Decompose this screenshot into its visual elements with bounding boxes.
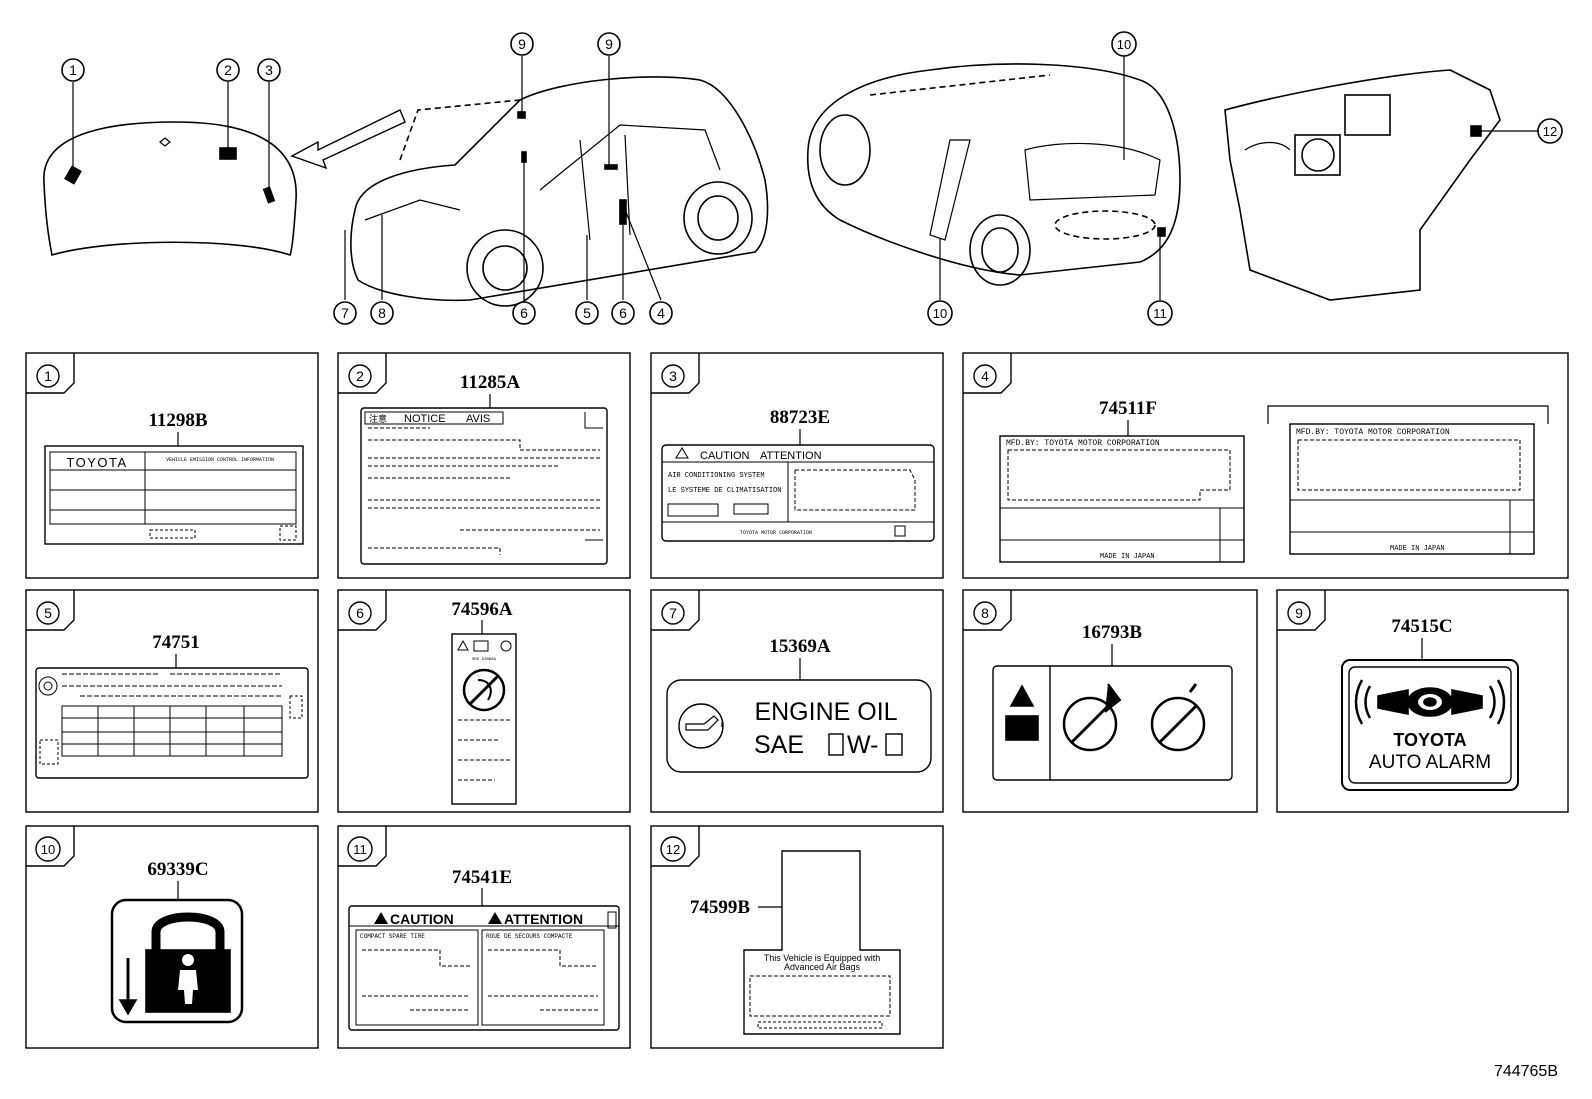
callout-6a: 6: [520, 305, 528, 321]
label-74541E-caution: CAUTION: [390, 911, 454, 927]
no-tool-icon: [1150, 696, 1206, 752]
label-74541E-spare-fr: ROUE DE SECOURS COMPACTE: [486, 933, 573, 940]
label-88723E-caution: CAUTION: [700, 450, 750, 462]
part-numbers: 11298B 11285A 88723E 74511F 74751 74596A…: [147, 372, 1452, 918]
panel-number-tabs: [26, 353, 1326, 867]
front-car-illustration: [344, 56, 769, 307]
label-15369A-w: W-: [847, 731, 878, 759]
callout-11: 11: [1153, 306, 1167, 321]
panel-num-2: 2: [356, 368, 364, 384]
part-11285A: 11285A: [460, 372, 520, 393]
label-11298B-brand: TOYOTA: [66, 455, 127, 470]
panel-num-5: 5: [44, 605, 52, 621]
panel-num-3: 3: [669, 368, 677, 384]
dashboard-illustration: [1224, 69, 1538, 301]
callout-1: 1: [69, 62, 77, 78]
part-74751: 74751: [152, 632, 200, 653]
part-74511F: 74511F: [1099, 398, 1157, 419]
callout-9b: 9: [605, 36, 613, 52]
child-lock-icon: [118, 912, 231, 1016]
label-15369A-sae: SAE: [754, 731, 804, 759]
label-74541E: CAUTION ATTENTION COMPACT SPARE TIRE ROU…: [348, 888, 620, 1031]
label-15369A: ENGINE OIL SAE W-: [666, 658, 932, 773]
part-74599B: 74599B: [690, 897, 751, 918]
label-11285A-jp: 注意: [369, 413, 387, 424]
label-74599B: This Vehicle is Equipped with Advanced A…: [743, 850, 901, 1035]
label-16793B: [992, 644, 1233, 781]
callout-6b: 6: [619, 305, 627, 321]
panel-num-7: 7: [669, 605, 677, 621]
part-69339C: 69339C: [147, 859, 208, 880]
label-74596A: SRS AIRBAG: [451, 620, 517, 805]
panel-num-4: 4: [981, 368, 989, 384]
label-11285A-notice: NOTICE: [404, 413, 446, 425]
label-11285A-avis: AVIS: [466, 413, 490, 425]
callout-7: 7: [341, 305, 349, 321]
label-88723E-maker: TOYOTA MOTOR CORPORATION: [740, 530, 812, 536]
label-88723E-ac-en: AIR CONDITIONING SYSTEM: [668, 472, 765, 480]
label-74515C-alarm: AUTO ALARM: [1369, 752, 1491, 773]
callout-3: 3: [265, 62, 273, 78]
label-74511F-mfd-a: MFD.BY: TOYOTA MOTOR CORPORATION: [1006, 439, 1160, 448]
label-74596A-srs: SRS AIRBAG: [472, 658, 497, 662]
label-74541E-attention: ATTENTION: [504, 911, 583, 927]
label-11298B: TOYOTA VEHICLE EMISSION CONTROL INFORMAT…: [44, 432, 304, 545]
part-74596A: 74596A: [451, 599, 513, 620]
label-74511F-mfd-b: MFD.BY: TOYOTA MOTOR CORPORATION: [1296, 428, 1450, 437]
rear-car-callouts: 10 10 11: [927, 31, 1173, 326]
callout-2: 2: [224, 62, 232, 78]
callout-12: 12: [1543, 124, 1557, 139]
part-11298B: 11298B: [148, 410, 207, 431]
label-74599B-line2: Advanced Air Bags: [784, 962, 861, 972]
callout-9a: 9: [518, 36, 526, 52]
label-15369A-engine-oil: ENGINE OIL: [754, 698, 897, 726]
no-hand-icon: [1062, 696, 1118, 752]
panel-num-12: 12: [666, 842, 680, 857]
label-74751: [35, 654, 309, 779]
panel-numbers: 1 2 3 4 5 6 7 8 9 10 11 12: [41, 368, 1303, 857]
oil-can-icon: [678, 703, 724, 749]
diagram-code: 744765B: [1494, 1063, 1558, 1080]
label-74511F: MFD.BY: TOYOTA MOTOR CORPORATION MADE IN…: [999, 405, 1549, 563]
label-88723E-attention: ATTENTION: [760, 450, 822, 462]
callout-10a: 10: [1117, 37, 1131, 52]
label-74511F-madein-a: MADE IN JAPAN: [1100, 553, 1155, 561]
hood-callouts: 1 2 3: [61, 58, 281, 82]
panel-num-1: 1: [44, 368, 52, 384]
panel-num-6: 6: [356, 605, 364, 621]
panel-num-9: 9: [1295, 605, 1303, 621]
label-74541E-spare-en: COMPACT SPARE TIRE: [360, 933, 425, 940]
warning-icon: [1009, 684, 1035, 707]
dash-callout: 12: [1537, 118, 1563, 144]
hood-illustration: [43, 82, 406, 257]
callout-8: 8: [378, 305, 386, 321]
label-11298B-heading: VEHICLE EMISSION CONTROL INFORMATION: [166, 457, 274, 463]
callout-5: 5: [583, 305, 591, 321]
label-74515C: TOYOTA AUTO ALARM: [1341, 638, 1519, 791]
rear-car-illustration: [806, 56, 1181, 300]
label-74599B-line1: This Vehicle is Equipped with: [764, 953, 881, 963]
label-74515C-brand: TOYOTA: [1393, 730, 1466, 750]
callout-10b: 10: [933, 306, 947, 321]
panel-num-10: 10: [41, 842, 55, 857]
part-88723E: 88723E: [770, 407, 830, 428]
part-74541E: 74541E: [452, 867, 512, 888]
panel-num-11: 11: [353, 842, 367, 857]
alarm-icon: [1354, 679, 1506, 725]
label-88723E: CAUTION ATTENTION AIR CONDITIONING SYSTE…: [661, 429, 935, 542]
manual-icon: [1005, 715, 1039, 741]
label-74511F-madein-b: MADE IN JAPAN: [1390, 545, 1445, 553]
label-69339C: [110, 881, 244, 1024]
label-11285A: 注意 NOTICE AVIS: [360, 394, 608, 565]
front-car-callouts: 9 9 7 8 6 5 6 4: [333, 32, 673, 325]
panel-num-8: 8: [981, 605, 989, 621]
part-16793B: 16793B: [1082, 622, 1143, 643]
part-15369A: 15369A: [769, 636, 831, 657]
callout-4: 4: [657, 305, 665, 321]
panel-frames: [25, 352, 1569, 1049]
label-88723E-ac-fr: LE SYSTEME DE CLIMATISATION: [668, 487, 781, 495]
no-child-seat-icon: [462, 668, 506, 712]
part-74515C: 74515C: [1391, 616, 1452, 637]
